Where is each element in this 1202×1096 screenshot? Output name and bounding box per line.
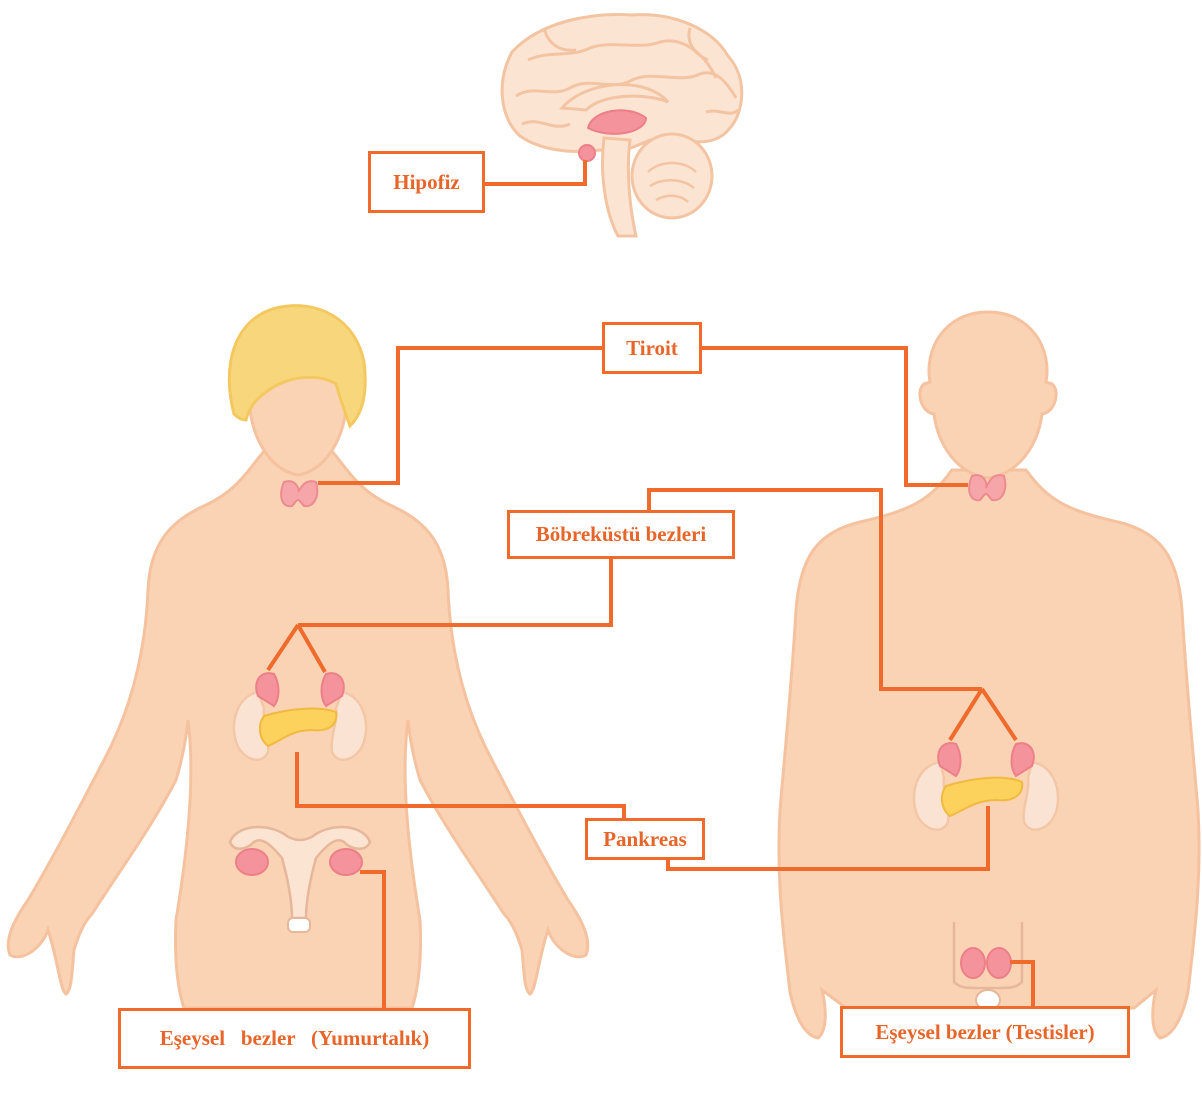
- label-testes: Eşeysel bezler (Testisler): [840, 1006, 1130, 1058]
- connector-ovaries: [360, 870, 386, 1010]
- connector-pancreas-male: [666, 806, 990, 871]
- connector-adrenal-male-left: [948, 687, 984, 742]
- connector-thyroid-male: [700, 346, 968, 487]
- label-pituitary: Hipofiz: [368, 151, 485, 213]
- label-adrenal-glands: Böbreküstü bezleri: [507, 510, 735, 559]
- connector-adrenal-female-right: [296, 624, 327, 673]
- connector-adrenal-female: [298, 557, 613, 627]
- connector-adrenal-female-left: [266, 623, 300, 672]
- label-ovaries: Eşeysel bezler (Yumurtalık): [118, 1008, 471, 1069]
- brain-illustration: [500, 13, 744, 238]
- male-figure: [777, 310, 1201, 1040]
- connector-testes: [1010, 960, 1035, 1008]
- label-pancreas: Pankreas: [585, 818, 705, 860]
- female-figure: [6, 304, 590, 1010]
- connector-pancreas-female: [295, 752, 626, 818]
- label-thyroid: Tiroit: [602, 322, 702, 374]
- connector-thyroid-female: [318, 346, 603, 485]
- connector-adrenal-male-right: [980, 687, 1018, 742]
- connector-adrenal-male: [647, 488, 982, 691]
- connector-lines: [266, 160, 1035, 1010]
- connector-pituitary: [484, 160, 587, 186]
